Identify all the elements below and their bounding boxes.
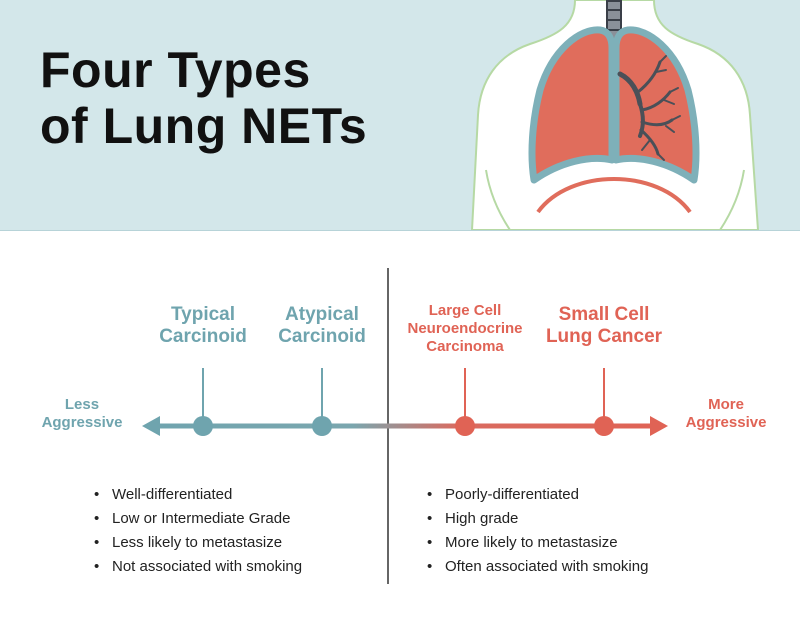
page-title: Four Types of Lung NETs <box>40 42 367 154</box>
label-line: Carcinoma <box>426 338 504 355</box>
list-item: More likely to metastasize <box>427 531 648 555</box>
list-item: Less likely to metastasize <box>94 531 302 555</box>
diaphragm <box>536 177 692 214</box>
list-item: Not associated with smoking <box>94 555 302 579</box>
label-more-aggressive: More Aggressive <box>666 396 786 432</box>
label-typical-carcinoid: Typical Carcinoid <box>143 304 263 348</box>
characteristics-list-left: Well-differentiated Low or Intermediate … <box>94 483 302 579</box>
marker-small-cell <box>594 416 614 436</box>
lungs-illustration-icon <box>470 0 760 230</box>
label-line: Large Cell <box>428 302 502 319</box>
title-line-2: of Lung NETs <box>40 98 368 154</box>
label-line: Carcinoid <box>159 326 247 347</box>
aggressiveness-spectrum <box>142 268 668 584</box>
list-item: Low or Intermediate Grade <box>94 507 302 531</box>
label-line: Atypical <box>285 304 359 325</box>
arrow-right-icon <box>650 416 668 436</box>
title-line-1: Four Types <box>40 42 311 98</box>
label-line: Aggressive <box>685 414 767 431</box>
header-panel: Four Types of Lung NETs <box>0 0 800 231</box>
label-line: Carcinoid <box>278 326 366 347</box>
label-line: Small Cell <box>558 304 650 325</box>
label-less-aggressive: Less Aggressive <box>22 396 142 432</box>
arrow-left-icon <box>142 416 160 436</box>
marker-typical-carcinoid <box>193 416 213 436</box>
label-line: Neuroendocrine <box>407 320 523 337</box>
label-line: Lung Cancer <box>545 326 663 347</box>
label-large-cell-neuroendocrine-carcinoma: Large Cell Neuroendocrine Carcinoma <box>395 302 535 356</box>
list-item: High grade <box>427 507 648 531</box>
arm-contour-left <box>485 169 511 230</box>
marker-large-cell <box>455 416 475 436</box>
list-item: Often associated with smoking <box>427 555 648 579</box>
marker-atypical-carcinoid <box>312 416 332 436</box>
list-item: Poorly-differentiated <box>427 483 648 507</box>
left-lung <box>528 26 616 184</box>
label-line: Less <box>64 396 100 413</box>
label-line: More <box>708 396 744 413</box>
label-small-cell-lung-cancer: Small Cell Lung Cancer <box>534 304 674 348</box>
label-atypical-carcinoid: Atypical Carcinoid <box>262 304 382 348</box>
label-line: Aggressive <box>41 414 123 431</box>
label-line: Typical <box>170 304 236 325</box>
arm-contour-right <box>719 169 745 230</box>
bronchial-tree-icon <box>617 55 681 161</box>
list-item: Well-differentiated <box>94 483 302 507</box>
characteristics-list-right: Poorly-differentiated High grade More li… <box>427 483 648 579</box>
